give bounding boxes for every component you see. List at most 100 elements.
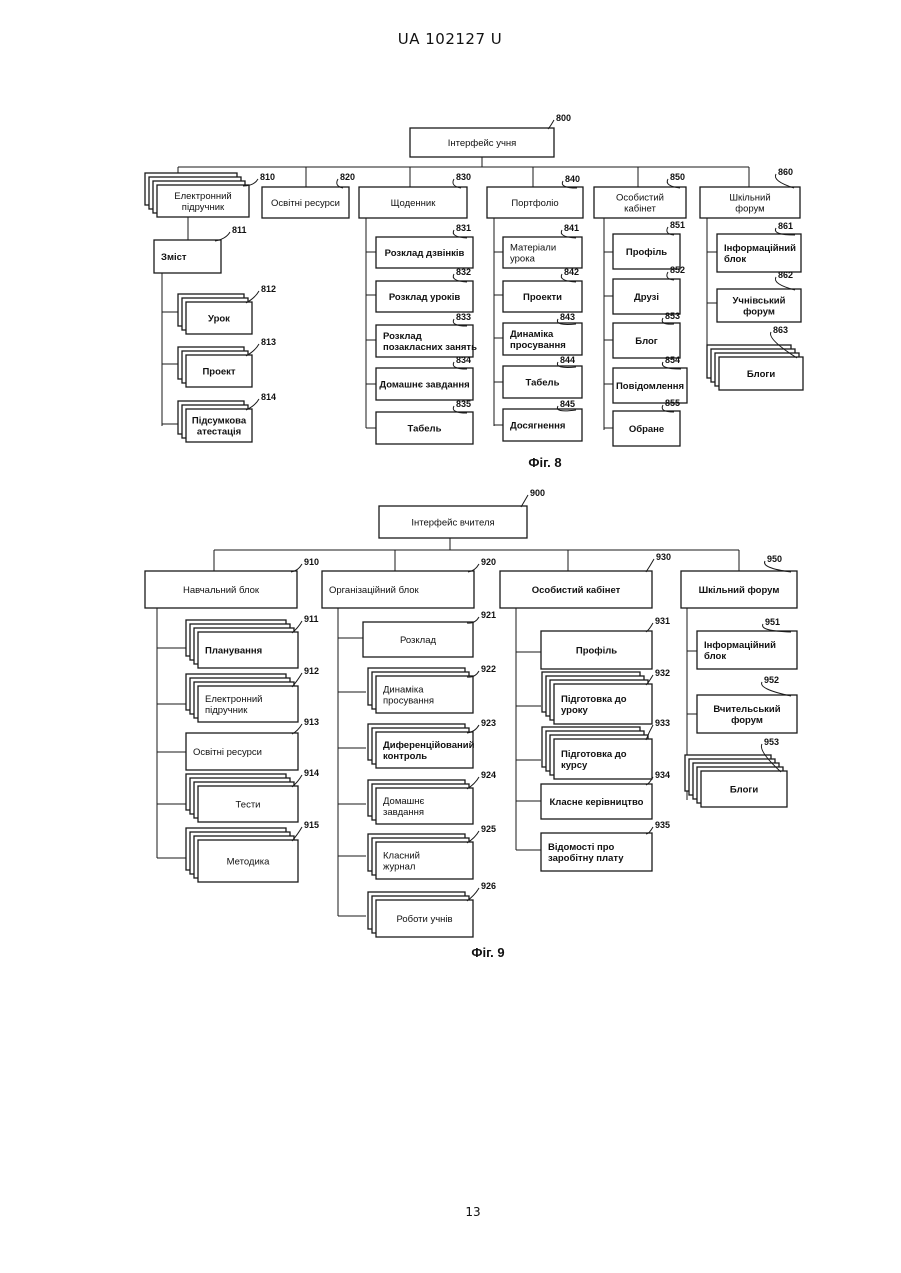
label-line: Диференційований bbox=[383, 740, 475, 751]
label-line: Методика bbox=[227, 857, 271, 868]
label-line: курсу bbox=[561, 760, 588, 771]
label-line: Розклад bbox=[383, 331, 422, 342]
fig9-n924-label: Домашнєзавдання bbox=[383, 796, 425, 818]
label-line: форум bbox=[743, 307, 775, 318]
label-line: блок bbox=[724, 254, 746, 265]
fig8-n832-ref: 832 bbox=[456, 267, 471, 277]
fig9-col920-label: Організаційний блок bbox=[329, 585, 420, 596]
label-line: Шкільний bbox=[729, 193, 770, 204]
fig9-n915-label: Методика bbox=[227, 857, 271, 868]
label-line: Динаміка bbox=[383, 685, 424, 696]
fig8-n831-box: Розклад дзвінків 831 bbox=[376, 223, 473, 268]
label-line: заробітну плату bbox=[548, 853, 624, 864]
page-number: 13 bbox=[465, 1205, 480, 1219]
label-line: Особистий bbox=[616, 193, 664, 204]
fig8-col860-box: Шкільнийфорум860 bbox=[700, 167, 800, 218]
fig9-n912-ref: 912 bbox=[304, 666, 319, 676]
fig8-n862-box: Учнівськийфорум862 bbox=[717, 270, 801, 322]
fig8-col830-label: Щоденник bbox=[391, 198, 437, 209]
fig8-n853-ref: 853 bbox=[665, 311, 680, 321]
fig9-n951-box: Інформаційнийблок951 bbox=[697, 617, 797, 669]
fig8-n811-ref: 811 bbox=[232, 225, 247, 235]
fig9-n913-box: Освітні ресурси913 bbox=[186, 717, 319, 770]
label-line: Розклад bbox=[400, 635, 437, 646]
label-line: Електронний bbox=[174, 191, 231, 202]
fig8-root-ref: 800 bbox=[556, 113, 571, 123]
fig9-col950-label: Шкільний форум bbox=[699, 585, 780, 596]
fig8-n832-label: Розклад уроків bbox=[389, 292, 461, 303]
ref-leader bbox=[292, 673, 302, 687]
label-line: Організаційний блок bbox=[329, 585, 420, 596]
label-line: Матеріали bbox=[510, 243, 556, 254]
fig9-n952-ref: 952 bbox=[764, 675, 779, 685]
fig8-n854-label: Повідомлення bbox=[616, 381, 684, 392]
fig9-n911-ref: 911 bbox=[304, 614, 319, 624]
fig8-n853-label: Блог bbox=[635, 336, 658, 347]
page-header: UA 102127 U bbox=[398, 30, 503, 48]
fig9-n914-ref: 914 bbox=[304, 768, 319, 778]
fig8-n831-ref: 831 bbox=[456, 223, 471, 233]
fig8-n851-box: Профіль851 bbox=[613, 220, 685, 269]
label-line: Підготовка до bbox=[561, 749, 627, 760]
fig8-n842-label: Проекти bbox=[523, 292, 562, 303]
fig9-n924-ref: 924 bbox=[481, 770, 496, 780]
fig9-n915-ref: 915 bbox=[304, 820, 319, 830]
fig8-n863-box: Блоги863 bbox=[707, 325, 803, 390]
label-line: Щоденник bbox=[391, 198, 437, 209]
fig8-n832-box: Розклад уроків 832 bbox=[376, 267, 473, 312]
label-line: Друзі bbox=[634, 292, 659, 303]
label-line: Профіль bbox=[626, 247, 667, 258]
label-line: просування bbox=[510, 340, 566, 351]
fig9-col930-ref: 930 bbox=[656, 552, 671, 562]
fig9-n933-box: Підготовка докурсу 933 bbox=[542, 718, 670, 779]
fig9-col910-box: Навчальний блок 910 bbox=[145, 557, 319, 608]
fig9-n915-box: Методика 915 bbox=[186, 820, 319, 882]
fig9-n953-ref: 953 bbox=[764, 737, 779, 747]
fig9-caption: Фіг. 9 bbox=[471, 945, 504, 960]
fig8-n813-box: Проект813 bbox=[178, 337, 276, 387]
label-line: журнал bbox=[383, 862, 415, 873]
label-line: Навчальний блок bbox=[183, 585, 260, 596]
fig9-n913-label: Освітні ресурси bbox=[193, 747, 262, 758]
label-line: позакласних занять bbox=[383, 342, 477, 353]
fig9-n912-box: Електроннийпідручник912 bbox=[186, 666, 319, 722]
fig9-n922-box: Динамікапросування922 bbox=[368, 664, 496, 713]
fig9-n922-ref: 922 bbox=[481, 664, 496, 674]
fig9-n935-label: Відомості прозаробітну плату bbox=[548, 842, 624, 864]
fig8-n814-ref: 814 bbox=[261, 392, 276, 402]
fig8-n863-ref: 863 bbox=[773, 325, 788, 335]
fig9-n931-box: Профіль931 bbox=[541, 616, 670, 669]
label-line: Проекти bbox=[523, 292, 562, 303]
label-line: Підсумкова bbox=[192, 416, 247, 427]
fig9-n925-box: Класнийжурнал925 bbox=[368, 824, 496, 879]
fig8-col840-box: Портфоліо840 bbox=[487, 174, 583, 218]
label-line: Планування bbox=[205, 646, 262, 657]
fig9-n921-ref: 921 bbox=[481, 610, 496, 620]
fig8-n843-ref: 843 bbox=[560, 312, 575, 322]
fig9-col910-ref: 910 bbox=[304, 557, 319, 567]
fig8-n861-ref: 861 bbox=[778, 221, 793, 231]
label-line: блок bbox=[704, 651, 726, 662]
fig8-n844-label: Табель bbox=[526, 378, 560, 389]
fig9-n931-ref: 931 bbox=[655, 616, 670, 626]
label-line: Шкільний форум bbox=[699, 585, 780, 596]
fig8-n831-label: Розклад дзвінків bbox=[385, 248, 465, 259]
fig8-n833-ref: 833 bbox=[456, 312, 471, 322]
fig9-n925-ref: 925 bbox=[481, 824, 496, 834]
label-line: Освітні ресурси bbox=[271, 198, 340, 209]
fig8-root-label: Інтерфейс учня bbox=[448, 138, 517, 149]
label-line: Розклад уроків bbox=[389, 292, 461, 303]
fig8-n855-ref: 855 bbox=[665, 398, 680, 408]
fig8-n861-box: Інформаційнийблок861 bbox=[717, 221, 801, 272]
fig8-n843-box: Динамікапросування843 bbox=[503, 312, 582, 355]
fig9-n953-box: Блоги953 bbox=[685, 737, 787, 807]
label-line: Табель bbox=[526, 378, 560, 389]
fig8-col820-box: Освітні ресурси820 bbox=[262, 172, 355, 218]
label-line: Обране bbox=[629, 424, 664, 435]
fig9-n933-ref: 933 bbox=[655, 718, 670, 728]
label-line: Проект bbox=[202, 367, 235, 378]
fig9-n923-ref: 923 bbox=[481, 718, 496, 728]
fig9-col920-box: Організаційний блок920 bbox=[322, 557, 496, 608]
fig9-col930-label: Особистий кабінет bbox=[532, 585, 621, 596]
